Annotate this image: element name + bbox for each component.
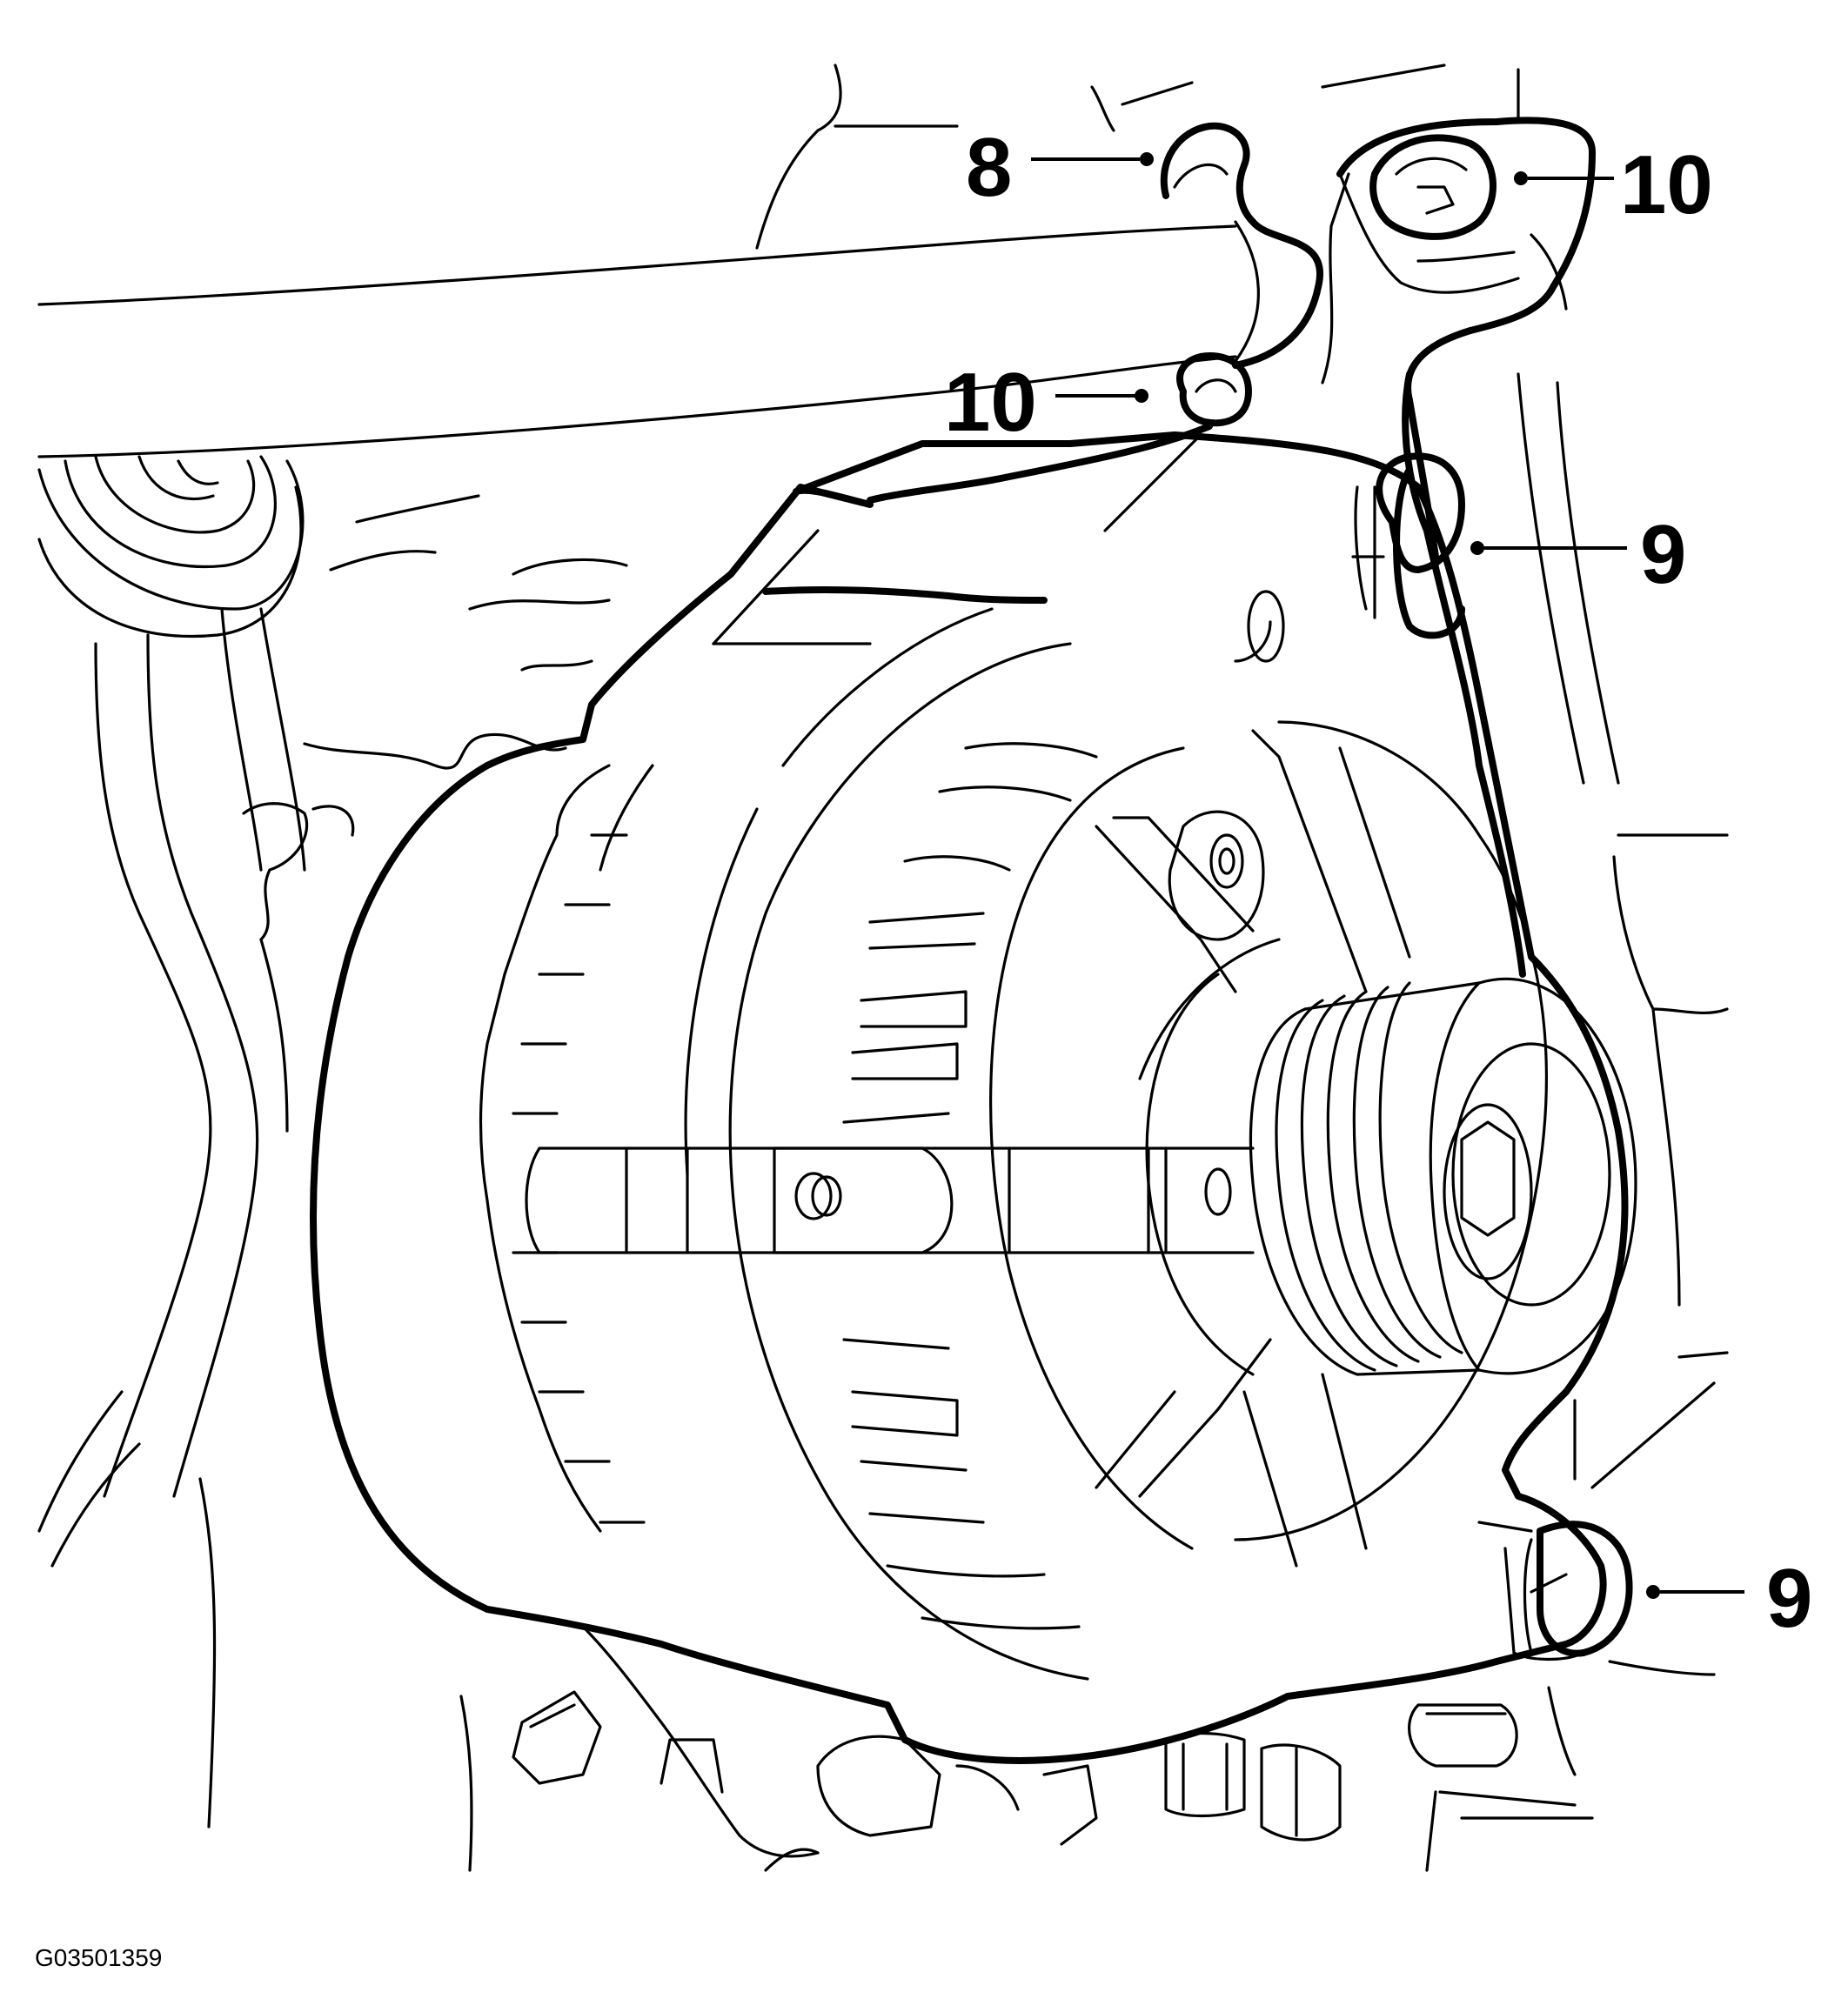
callout-8: 8 <box>966 121 1154 214</box>
callout-label-8: 8 <box>966 121 1012 214</box>
callout-label-10-lower: 10 <box>944 356 1037 449</box>
callout-9-upper: 9 <box>1470 508 1686 601</box>
figure-id: G03501359 <box>35 1944 162 1971</box>
callout-label-9-lower: 9 <box>1766 1552 1812 1645</box>
callout-10-upper: 10 <box>1514 138 1713 231</box>
callout-10-lower: 10 <box>944 356 1148 449</box>
callout-label-10-upper: 10 <box>1620 138 1713 231</box>
mounting-bolt-lower <box>1477 1521 1633 1661</box>
callout-9-lower: 9 <box>1646 1552 1812 1645</box>
callout-label-9-upper: 9 <box>1640 508 1686 601</box>
engine-background-lines <box>37 64 1729 1872</box>
coolant-pipe <box>37 220 1260 458</box>
alternator <box>310 431 1629 1764</box>
alternator-pulley <box>1249 977 1637 1376</box>
mounting-bolt-upper <box>1351 452 1465 639</box>
pipe-clamp-bracket <box>867 117 1596 978</box>
